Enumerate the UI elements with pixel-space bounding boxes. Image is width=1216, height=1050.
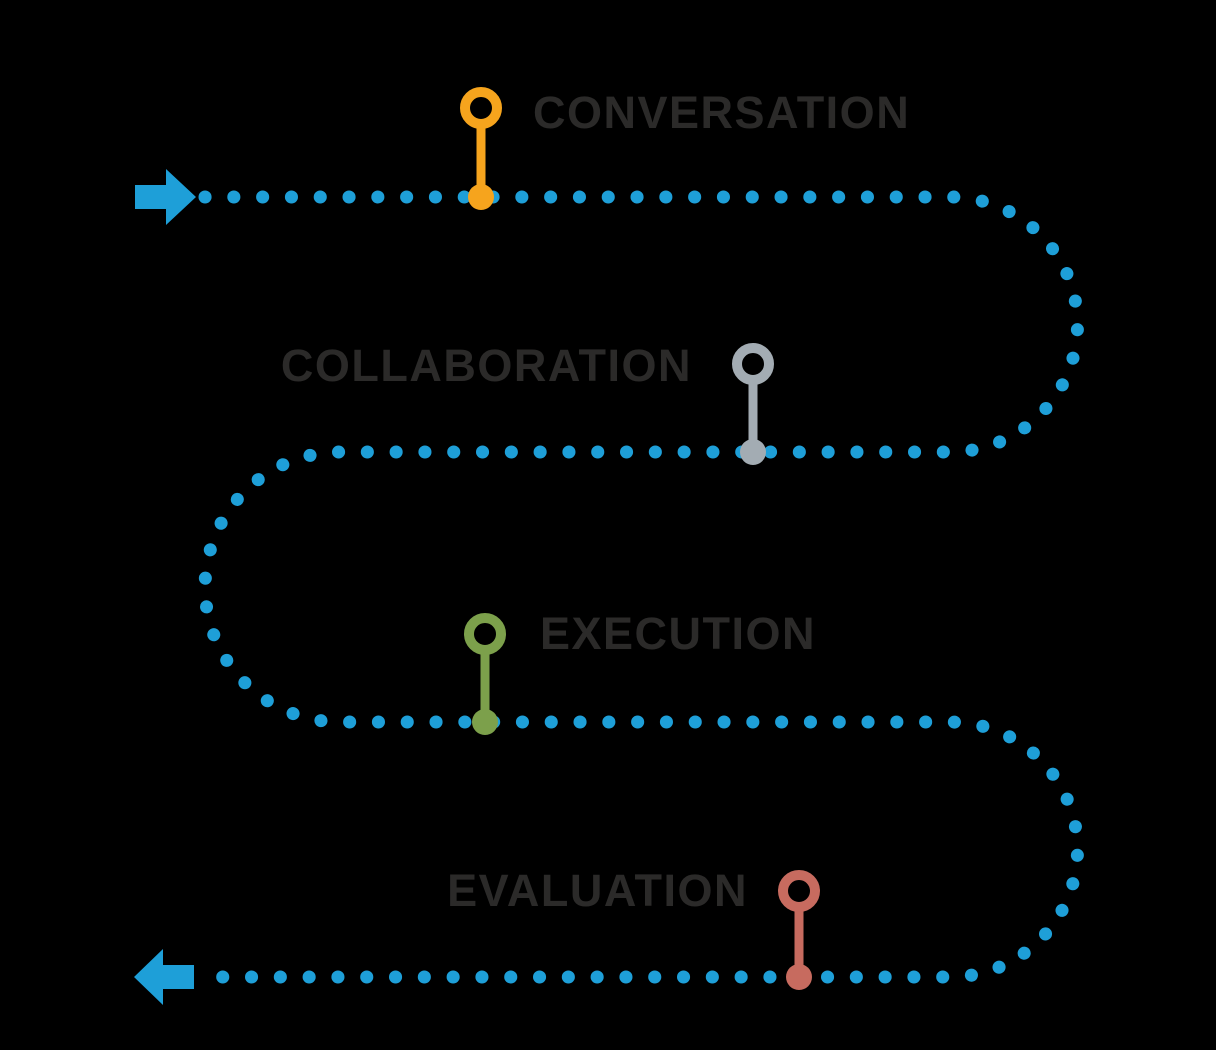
milestone-ring-icon xyxy=(778,870,820,912)
milestone-collaboration: COLLABORATION xyxy=(281,340,774,465)
start-arrow-icon xyxy=(135,169,196,225)
milestone-label-collaboration: COLLABORATION xyxy=(281,340,692,391)
dotted-flow-path xyxy=(198,190,1084,984)
milestone-label-execution: EXECUTION xyxy=(540,608,816,659)
milestone-label-evaluation: EVALUATION xyxy=(447,865,748,916)
milestone-ring-icon xyxy=(464,613,506,655)
milestone-label-conversation: CONVERSATION xyxy=(533,87,910,138)
milestone-ring-icon xyxy=(732,343,774,385)
milestone-conversation: CONVERSATION xyxy=(460,87,910,210)
milestone-dot-icon xyxy=(786,964,812,990)
end-arrow-icon xyxy=(134,949,194,1005)
milestone-dot-icon xyxy=(468,184,494,210)
milestone-evaluation: EVALUATION xyxy=(447,865,820,990)
milestone-ring-icon xyxy=(460,87,502,129)
milestone-dot-icon xyxy=(740,439,766,465)
milestone-execution: EXECUTION xyxy=(464,608,816,735)
milestone-dot-icon xyxy=(472,709,498,735)
